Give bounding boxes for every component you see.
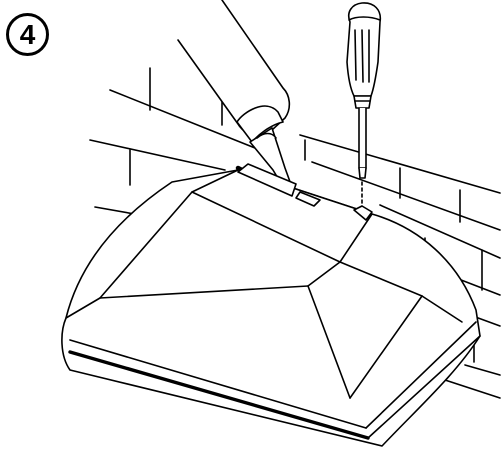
sealant-tube-icon bbox=[177, 0, 295, 192]
screwdriver-icon bbox=[346, 2, 382, 213]
step-number-badge: 4 bbox=[6, 13, 49, 56]
step-number-label: 4 bbox=[19, 19, 36, 50]
range-hood bbox=[61, 163, 481, 447]
